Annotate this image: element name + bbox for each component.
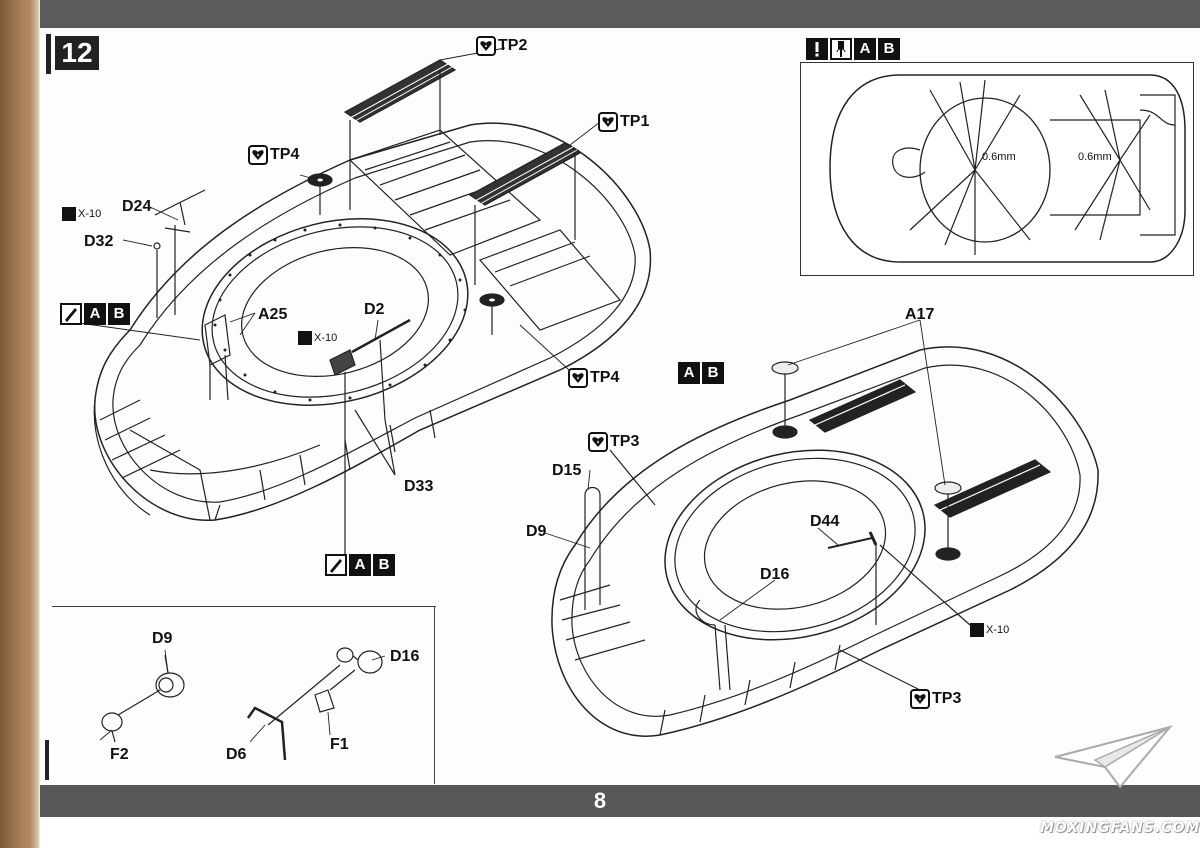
x10-right-callout: X-10	[970, 623, 1009, 637]
x10-center-label: X-10	[314, 332, 338, 344]
part-label-f2: F2	[110, 746, 129, 763]
x10-left-label: X-10	[78, 208, 102, 220]
part-label-d6: D6	[226, 746, 247, 763]
part-label-f1: F1	[330, 736, 349, 753]
version-b-badge: B	[108, 303, 130, 325]
binding-edge	[0, 0, 40, 848]
version-b-badge: B	[878, 38, 900, 60]
version-a-badge: A	[84, 303, 106, 325]
tp3-bottom-callout: TP3	[910, 689, 961, 709]
heart-decal-icon	[598, 112, 618, 132]
cement-icon	[62, 207, 76, 221]
page-number: 8	[593, 788, 607, 813]
tp3-top-label: TP3	[610, 433, 640, 450]
part-label-d16-right: D16	[760, 566, 790, 583]
heart-decal-icon	[248, 145, 268, 165]
part-label-d9-sub: D9	[152, 630, 173, 647]
version-a-badge: A	[349, 554, 371, 576]
paper-plane-logo	[1054, 725, 1173, 789]
heart-decal-icon	[910, 689, 930, 709]
heart-decal-icon	[476, 36, 496, 56]
tp1-callout: TP1	[598, 112, 649, 132]
version-b-badge: B	[373, 554, 395, 576]
right-hull-drawing	[551, 346, 1099, 737]
inset-header-badges: A B	[806, 38, 900, 60]
brush-icon	[60, 303, 82, 325]
tp4-top-label: TP4	[270, 146, 300, 163]
tp4-mid-label: TP4	[590, 369, 620, 386]
step-indicator: 12	[46, 34, 99, 74]
drill-size-left: 0.6mm	[982, 151, 1016, 163]
main-hull-drawing	[93, 59, 652, 560]
part-label-d24: D24	[122, 198, 152, 215]
drill-size-right: 0.6mm	[1078, 151, 1112, 163]
tp3-bottom-label: TP3	[932, 690, 962, 707]
part-label-d32: D32	[84, 233, 114, 250]
version-ab-badge: A B	[678, 362, 724, 384]
bottom-bar	[40, 785, 1200, 817]
subassembly-divider-vertical	[434, 606, 435, 784]
heart-decal-icon	[568, 368, 588, 388]
tp1-label: TP1	[620, 113, 650, 130]
part-label-d15: D15	[552, 462, 582, 479]
tp4-top-callout: TP4	[248, 145, 299, 165]
x10-center-callout: X-10	[298, 331, 337, 345]
tp2-label: TP2	[498, 37, 528, 54]
page-footer-margin	[40, 817, 1200, 848]
step-number: 12	[55, 36, 99, 70]
cement-icon	[298, 331, 312, 345]
brush-icon	[325, 554, 347, 576]
tp3-top-callout: TP3	[588, 432, 639, 452]
part-label-a17: A17	[905, 306, 935, 323]
tp4-mid-callout: TP4	[568, 368, 619, 388]
tp2-callout: TP2	[476, 36, 527, 56]
x10-right-label: X-10	[986, 624, 1010, 636]
version-a-badge: A	[854, 38, 876, 60]
version-b-badge: B	[702, 362, 724, 384]
drill-icon	[830, 38, 852, 60]
x10-left-callout: X-10	[62, 207, 101, 221]
paint-ab-left-badge: A B	[60, 303, 130, 325]
part-label-d9-right: D9	[526, 523, 547, 540]
top-bar	[40, 0, 1200, 28]
subassembly-divider-horizontal	[52, 606, 436, 607]
heart-decal-icon	[588, 432, 608, 452]
part-label-d44: D44	[810, 513, 840, 530]
paint-ab-bottom-badge: A B	[325, 554, 395, 576]
inset-drawing	[829, 74, 1186, 263]
part-label-d33: D33	[404, 478, 434, 495]
part-label-d16-sub: D16	[390, 648, 420, 665]
subassembly-d6-d16-f1	[246, 647, 383, 761]
subassembly-d9-f2	[101, 654, 185, 743]
cement-icon	[970, 623, 984, 637]
watermark-text: MOXINGFANS.COM	[1040, 820, 1200, 836]
exclamation-icon	[806, 38, 828, 60]
version-a-badge: A	[678, 362, 700, 384]
part-label-a25: A25	[258, 306, 288, 323]
part-label-d2: D2	[364, 301, 385, 318]
left-margin-rule	[45, 740, 49, 780]
